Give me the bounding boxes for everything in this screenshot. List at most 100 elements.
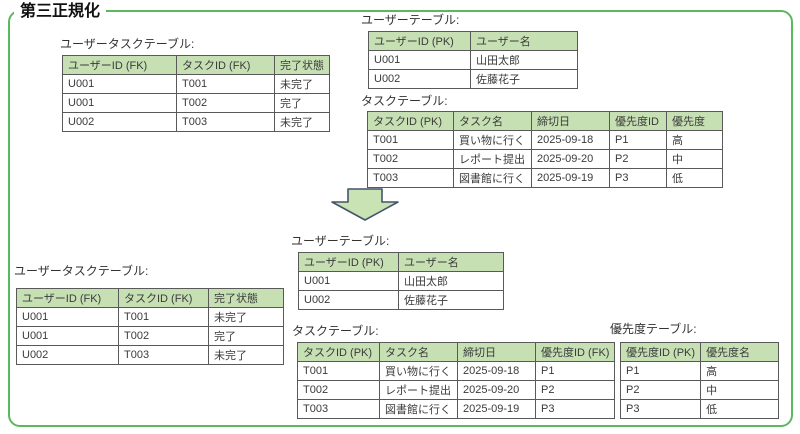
- column-header: タスク名: [379, 342, 458, 362]
- table-cell: T001: [367, 130, 454, 150]
- table-cell: T001: [118, 307, 209, 327]
- table-cell: P3: [534, 399, 616, 419]
- header-row: ユーザーID (FK)タスクID (FK)完了状態: [16, 288, 284, 308]
- column-header: 優先度ID: [609, 111, 667, 131]
- column-header: 優先度: [666, 111, 723, 131]
- table-cell: U002: [16, 345, 119, 365]
- table-cell: T001: [176, 74, 275, 94]
- column-header: タスクID (PK): [367, 111, 454, 131]
- column-header: 完了状態: [274, 55, 330, 75]
- column-header: 優先度名: [700, 342, 780, 362]
- table-cell: P3: [619, 399, 702, 419]
- table-cell: レポート提出: [379, 380, 458, 400]
- table-label: ユーザーテーブル:: [291, 234, 390, 248]
- table-cell: 未完了: [274, 112, 330, 132]
- table-cell: 2025-09-19: [531, 168, 610, 188]
- table-cell: T002: [297, 380, 380, 400]
- table-cell: T003: [367, 168, 454, 188]
- down-block-arrow-icon: [330, 188, 400, 222]
- bottom-task-table-group: タスクテーブル: タスクID (PK)タスク名締切日優先度ID (FK)T001…: [292, 324, 616, 419]
- table-cell: 2025-09-20: [531, 149, 610, 169]
- column-header: タスクID (FK): [176, 55, 275, 75]
- column-header: 締切日: [457, 342, 536, 362]
- header-row: 優先度ID (PK)優先度名: [619, 342, 780, 362]
- table-cell: U001: [62, 93, 177, 113]
- column-header: タスクID (FK): [118, 288, 209, 308]
- column-header: タスク名: [453, 111, 532, 131]
- table-label: タスクテーブル:: [292, 324, 379, 338]
- table-cell: 佐藤花子: [398, 290, 504, 310]
- table-label: 優先度テーブル:: [610, 322, 697, 336]
- table-cell: 低: [700, 399, 780, 419]
- column-header: ユーザーID (FK): [62, 55, 177, 75]
- column-header: ユーザー名: [470, 31, 578, 51]
- table-cell: U002: [62, 112, 177, 132]
- table-cell: 高: [666, 130, 723, 150]
- page-title: 第三正規化: [14, 1, 107, 22]
- column-header: 優先度ID (FK): [534, 342, 616, 362]
- header-row: ユーザーID (FK)タスクID (FK)完了状態: [62, 55, 330, 75]
- table-cell: 山田太郎: [398, 271, 504, 291]
- table-cell: T001: [297, 361, 380, 381]
- table-cell: 図書館に行く: [453, 168, 532, 188]
- table-cell: 未完了: [208, 307, 284, 327]
- table-cell: P1: [609, 130, 667, 150]
- table-cell: T003: [118, 345, 209, 365]
- table-cell: 中: [666, 149, 723, 169]
- header-row: ユーザーID (PK)ユーザー名: [368, 31, 578, 51]
- table-cell: U002: [298, 290, 399, 310]
- table-cell: U001: [298, 271, 399, 291]
- table-cell: 2025-09-18: [457, 361, 536, 381]
- table-cell: 2025-09-18: [531, 130, 610, 150]
- table-cell: U001: [16, 307, 119, 327]
- table-cell: T002: [118, 326, 209, 346]
- table-cell: U002: [368, 69, 471, 89]
- column-header: ユーザー名: [398, 252, 504, 272]
- table-cell: P1: [534, 361, 616, 381]
- header-row: ユーザーID (PK)ユーザー名: [298, 252, 504, 272]
- column-header: 締切日: [531, 111, 610, 131]
- table-cell: 中: [700, 380, 780, 400]
- table-cell: 完了: [208, 326, 284, 346]
- table-cell: 2025-09-20: [457, 380, 536, 400]
- table-cell: T003: [176, 112, 275, 132]
- table-cell: P2: [619, 380, 702, 400]
- table-label: タスクテーブル:: [361, 94, 448, 108]
- table-label: ユーザータスクテーブル:: [14, 264, 149, 278]
- table-cell: 買い物に行く: [453, 130, 532, 150]
- table-cell: 高: [700, 361, 780, 381]
- table-cell: P2: [609, 149, 667, 169]
- column-header: 優先度ID (PK): [619, 342, 702, 362]
- table-cell: 完了: [274, 93, 330, 113]
- table-cell: 佐藤花子: [470, 69, 578, 89]
- table-cell: 未完了: [274, 74, 330, 94]
- header-row: タスクID (PK)タスク名締切日優先度ID (FK): [297, 342, 616, 362]
